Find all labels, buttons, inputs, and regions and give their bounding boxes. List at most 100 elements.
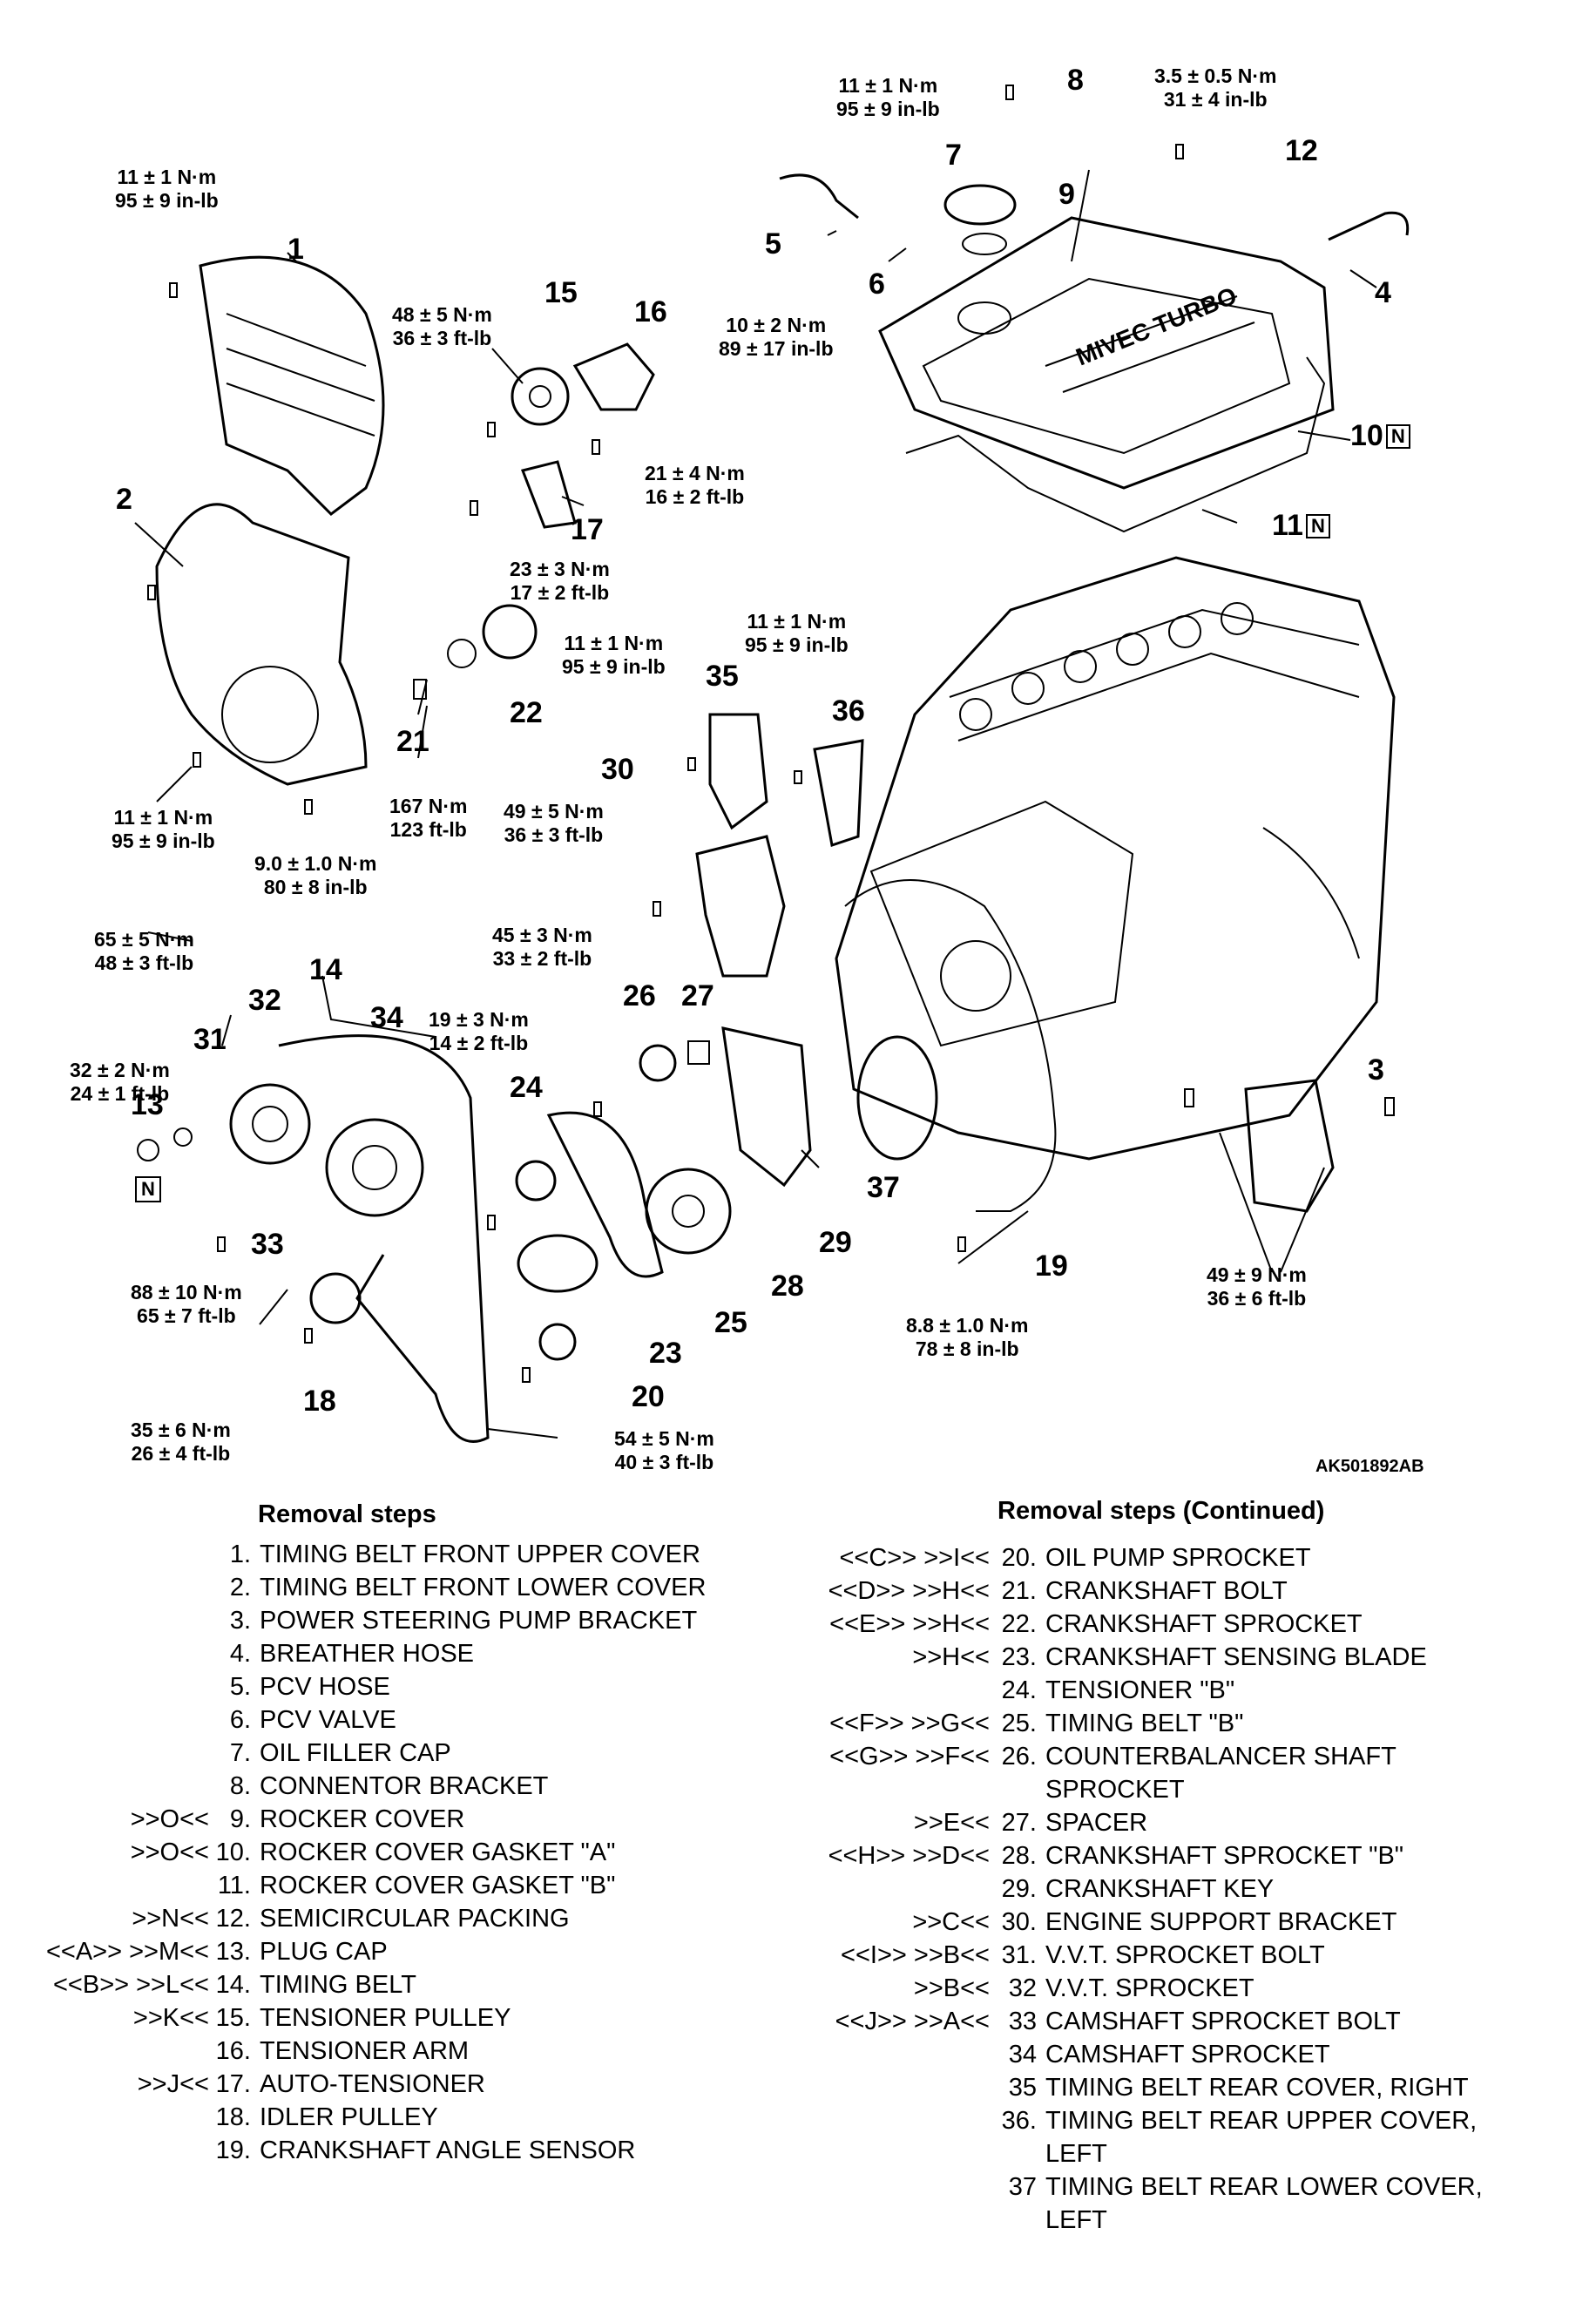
step-code [0,1737,209,1770]
torque-spec-angle-sensor: 8.8 ± 1.0 N·m 78 ± 8 in-lb [906,1314,1029,1360]
step-code [0,2035,209,2068]
step-code: <<A>> >>M<< [45,1938,209,1966]
callout-37: 37 [867,1171,900,1204]
step-text: PCV HOSE [260,1673,390,1701]
callout-35: 35 [706,660,739,693]
list-item: >>K<<15.TENSIONER PULLEY [0,2001,784,2035]
step-number: 33 [1008,2008,1037,2035]
list-item: 18.IDLER PULLEY [0,2101,784,2134]
step-code [819,2038,990,2071]
timing-belt-b-drawing [546,1111,664,1278]
step-number: 30. [1001,1908,1037,1936]
step-text: TENSIONER ARM [260,2037,470,2065]
step-code: <<I>> >>B<< [841,1941,990,1969]
torque-spec-bracket: 11 ± 1 N·m 95 ± 9 in-lb [836,74,940,120]
sensing-blade-drawing [517,1234,598,1293]
breather-hose-drawing [1328,211,1410,241]
step-text: SEMICIRCULAR PACKING [260,1905,570,1933]
engine-block-drawing [835,556,1396,1161]
camshaft-sprocket-drawing [325,1118,424,1217]
leader-lines [134,169,1377,1439]
list-item: >>J<<17.AUTO-TENSIONER [0,2068,784,2101]
step-number: 12. [215,1905,251,1933]
step-code [0,1637,209,1670]
step-number: 17. [215,2070,251,2098]
counterbalancer-sprocket-drawing [639,1044,677,1082]
rocker-cover-drawing: MIVEC TURBO [878,216,1335,490]
torque-spec-camshaft-bolt: 88 ± 10 N·m 65 ± 7 ft-lb [131,1281,242,1327]
rocker-gasket-drawing [905,356,1326,533]
step-text: OIL PUMP SPROCKET [1045,1544,1311,1572]
step-text: AUTO-TENSIONER [260,2070,485,2098]
removal-steps-title: Removal steps [258,1500,436,1528]
step-number: 31. [1001,1941,1037,1969]
step-number: 28. [1001,1842,1037,1870]
idler-pulley-drawing [309,1272,362,1324]
step-text: TENSIONER "B" [1045,1676,1235,1704]
callout-22: 22 [510,696,543,729]
step-code [819,1674,990,1707]
step-text: TIMING BELT [260,1971,416,1999]
step-text: CAMSHAFT SPROCKET [1045,2041,1330,2069]
list-item: >>E<<27.SPACER [819,1806,1596,1839]
torque-spec-lower-cover-bottom: 9.0 ± 1.0 N·m 80 ± 8 in-lb [254,852,377,898]
step-number: 16. [215,2037,251,2065]
list-item: 3.POWER STEERING PUMP BRACKET [0,1604,784,1637]
list-item: 8.CONNENTOR BRACKET [0,1770,784,1803]
list-item: <<B>> >>L<<14.TIMING BELT [0,1968,784,2001]
step-code [0,1571,209,1604]
tensioner-arm-drawing [572,342,655,411]
step-code: <<C>> >>I<< [839,1544,990,1572]
callout-21: 21 [396,725,429,758]
step-number: 10. [215,1838,251,1866]
step-text: TIMING BELT "B" [1045,1710,1244,1737]
step-text: V.V.T. SPROCKET [1045,1974,1254,2002]
step-number: 7. [229,1739,251,1767]
callout-32: 32 [248,984,281,1017]
callout-31: 31 [193,1023,227,1056]
callout-13: 13 [131,1088,164,1121]
callout-1: 1 [287,233,304,266]
step-number: 20. [1001,1544,1037,1572]
step-text: TIMING BELT FRONT UPPER COVER [260,1540,700,1568]
step-code: >>C<< [912,1908,990,1936]
pcv-hose-drawing [779,173,859,220]
callout-34: 34 [370,1001,403,1034]
list-item: 4.BREATHER HOSE [0,1637,784,1670]
step-code: >>O<< [130,1805,209,1833]
list-item: 24.TENSIONER "B" [819,1674,1596,1707]
callout-4: 4 [1375,276,1391,309]
ps-bracket-drawing [1244,1079,1335,1213]
oil-pump-sprocket-drawing [538,1323,577,1361]
callout-29: 29 [819,1226,852,1259]
step-number: 29. [1001,1875,1037,1903]
list-item: 11.ROCKER COVER GASKET "B" [0,1869,784,1902]
step-text: OIL FILLER CAP [260,1739,451,1767]
torque-spec-tensioner-b: 19 ± 3 N·m 14 ± 2 ft-lb [429,1008,529,1054]
list-item: <<E>> >>H<<22.CRANKSHAFT SPROCKET [819,1608,1596,1641]
step-number: 25. [1001,1710,1037,1737]
torque-spec-counterbalancer: 45 ± 3 N·m 33 ± 2 ft-lb [492,924,592,970]
callout-24: 24 [510,1071,543,1104]
step-text: CAMSHAFT SPROCKET BOLT [1045,2008,1401,2035]
step-text: CRANKSHAFT ANGLE SENSOR [260,2136,636,2164]
step-number: 11. [217,1872,251,1899]
step-code: <<F>> >>G<< [829,1710,990,1737]
crank-sprocket-drawing [482,604,538,660]
list-item: >>H<<23.CRANKSHAFT SENSING BLADE [819,1641,1596,1674]
step-number: 3. [229,1607,251,1635]
list-item: <<H>> >>D<<28.CRANKSHAFT SPROCKET "B" [819,1839,1596,1872]
list-item: 6.PCV VALVE [0,1703,784,1737]
step-number: 1. [229,1540,251,1568]
rear-lower-cover-drawing [721,1026,812,1188]
step-code: <<B>> >>L<< [52,1971,209,1999]
callout-3: 3 [1368,1053,1384,1087]
list-item: 29.CRANKSHAFT KEY [819,1872,1596,1906]
list-item: >>C<<30.ENGINE SUPPORT BRACKET [819,1906,1596,1939]
step-code [0,2101,209,2134]
step-number: 35 [1008,2074,1037,2102]
step-text: CRANKSHAFT SENSING BLADE [1045,1643,1427,1671]
